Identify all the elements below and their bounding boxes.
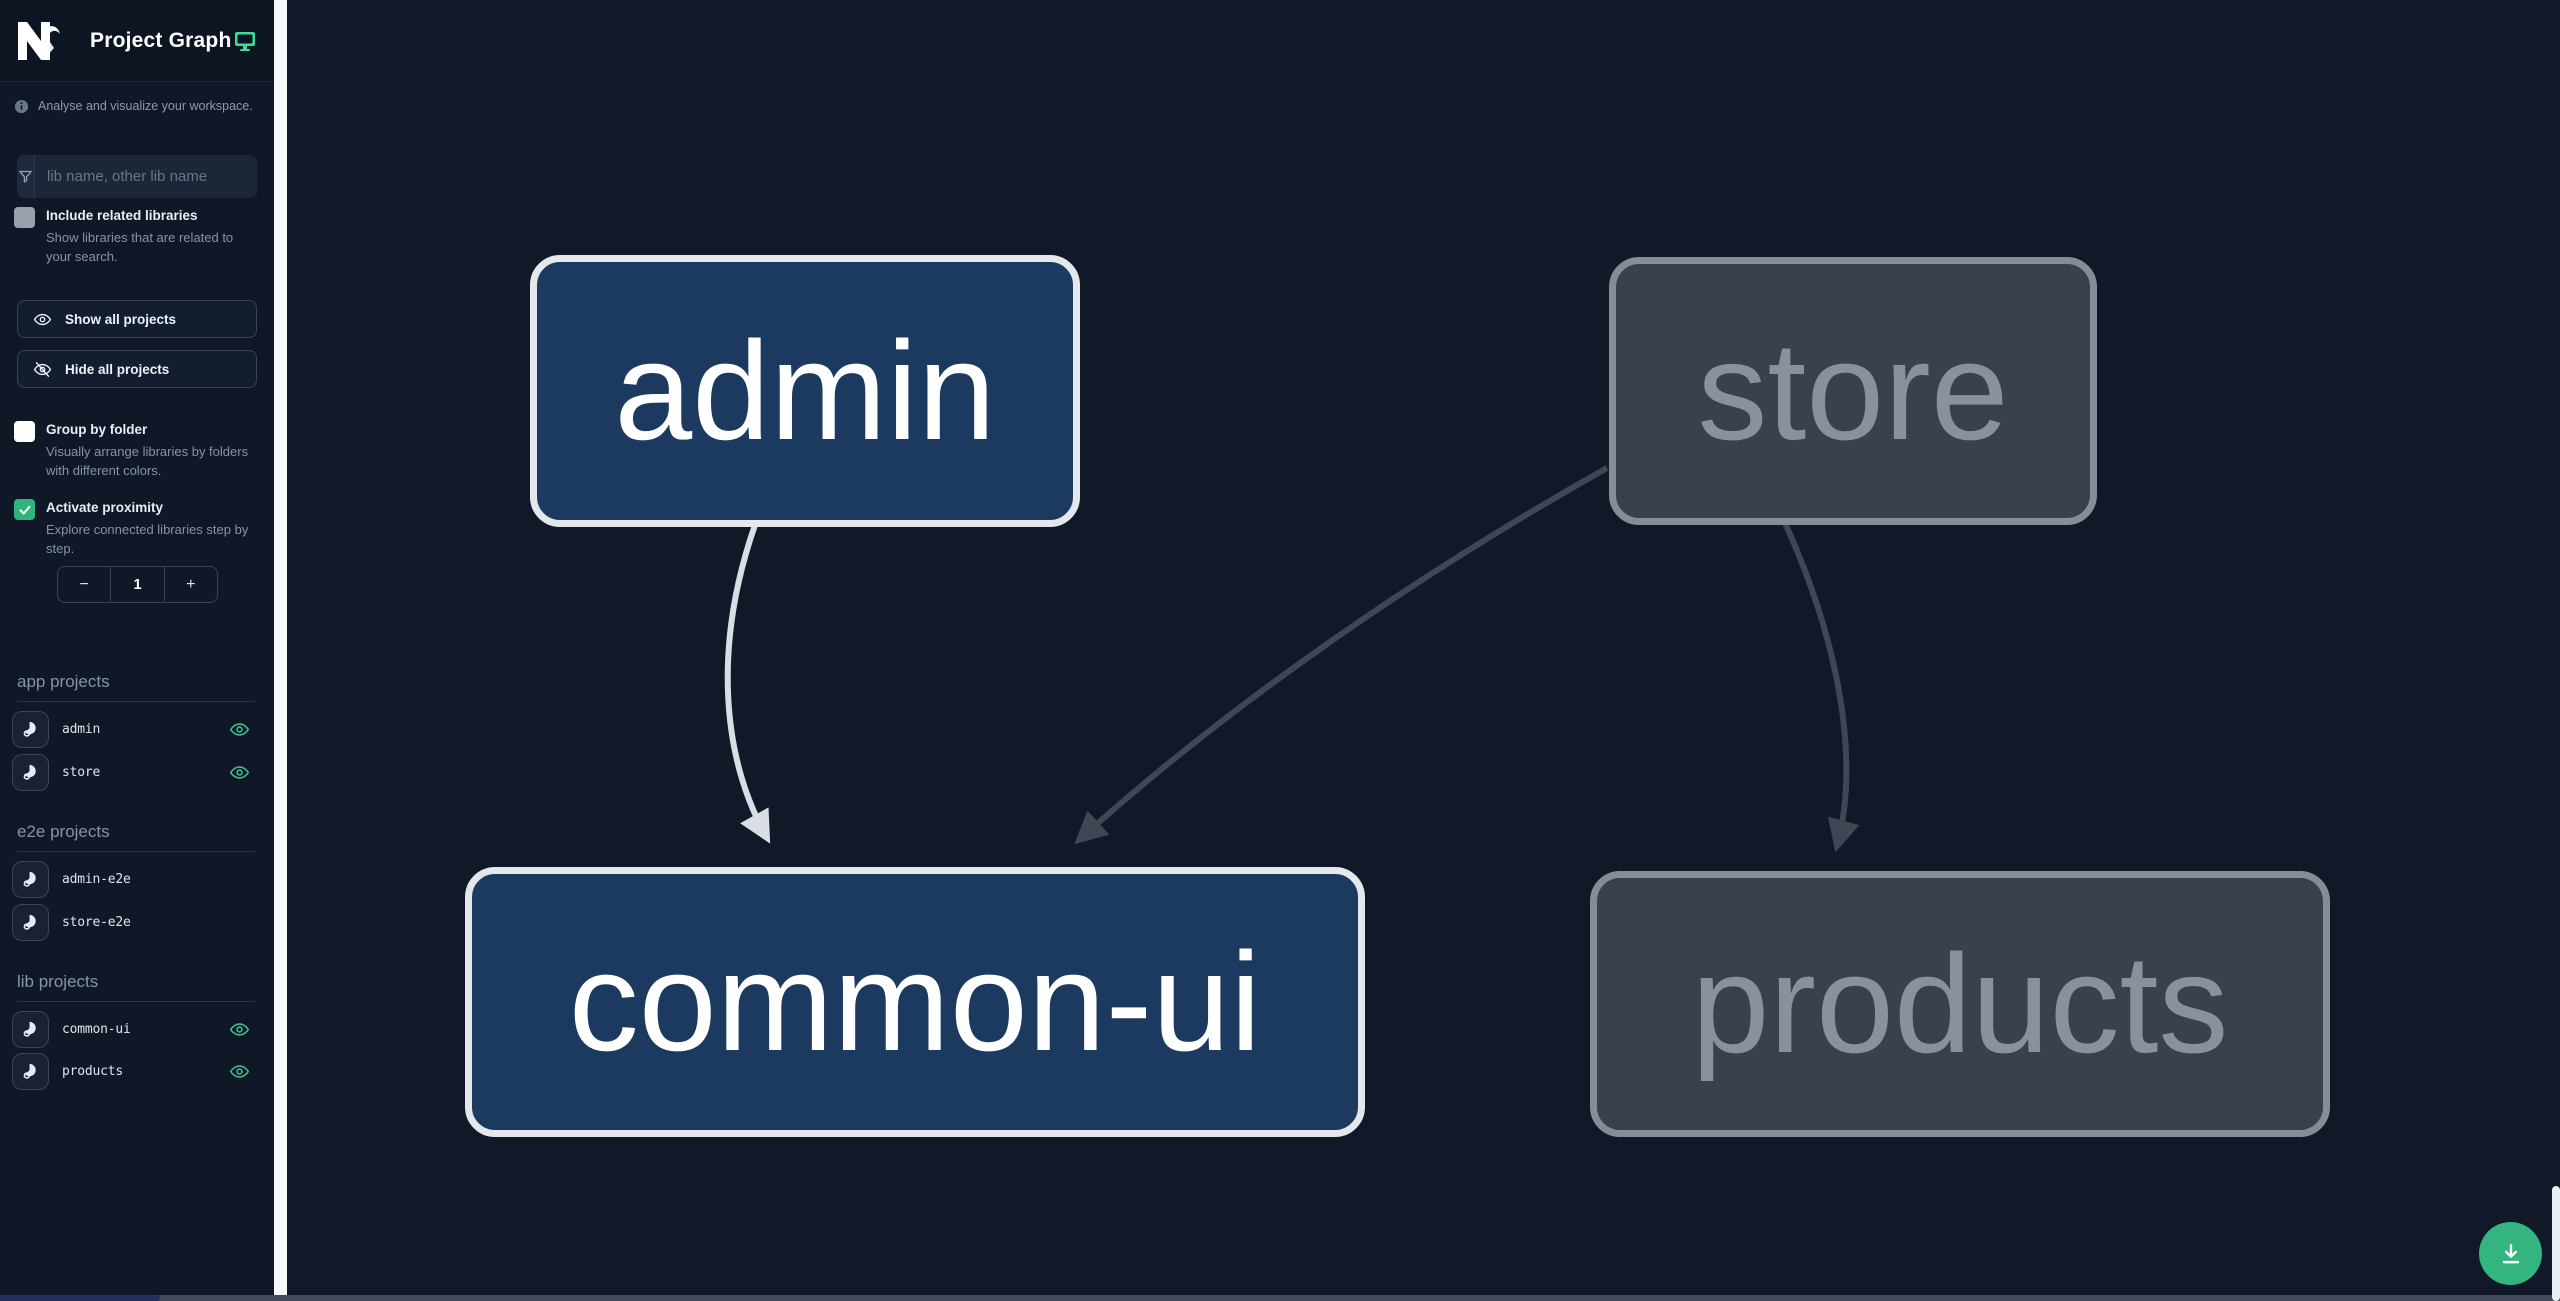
project-row-store-e2e: store-e2e — [12, 903, 262, 941]
include-related-block: Include related libraries Show libraries… — [14, 206, 262, 266]
toggle-visibility-eye-icon[interactable] — [229, 1019, 250, 1040]
activate-proximity-label[interactable]: Activate proximity — [46, 500, 164, 515]
focus-project-button[interactable] — [12, 710, 49, 748]
project-name: admin — [62, 721, 101, 737]
download-icon — [2502, 1243, 2519, 1263]
project-name: store-e2e — [62, 914, 131, 930]
project-name: store — [62, 764, 101, 780]
monitor-icon[interactable] — [232, 29, 258, 53]
sidebar: Project Graph Analyse and visualize your… — [0, 0, 274, 1301]
group-by-folder-checkbox[interactable] — [14, 421, 35, 442]
filter-input[interactable] — [35, 155, 257, 198]
focus-icon — [23, 871, 36, 887]
eye-off-icon — [33, 361, 52, 377]
project-name: admin-e2e — [62, 871, 131, 887]
proximity-depth-value: 1 — [110, 567, 163, 602]
horizontal-scrollbar-track[interactable] — [0, 1295, 2560, 1301]
toggle-visibility-eye-icon[interactable] — [229, 1061, 250, 1082]
hide-all-projects-label: Hide all projects — [65, 361, 170, 377]
focus-project-button[interactable] — [12, 753, 49, 791]
node-label: common-ui — [568, 923, 1262, 1080]
activate-proximity-description: Explore connected libraries step by step… — [46, 522, 249, 556]
group-by-folder-description: Visually arrange libraries by folders wi… — [46, 444, 249, 478]
page-title: Project Graph — [90, 28, 232, 52]
tagline-text: Analyse and visualize your workspace. — [38, 99, 253, 113]
show-all-projects-label: Show all projects — [65, 311, 177, 327]
toggle-visibility-eye-icon[interactable] — [229, 719, 250, 740]
graph-node-store[interactable]: store — [1609, 257, 2097, 525]
download-graph-button[interactable] — [2479, 1222, 2542, 1285]
node-label: admin — [614, 312, 996, 469]
group-by-folder-block: Group by folder Visually arrange librari… — [14, 420, 262, 480]
focus-project-button[interactable] — [12, 860, 49, 898]
edge-store-to-products[interactable] — [1782, 521, 1860, 853]
proximity-depth-stepper: − 1 + — [57, 566, 218, 603]
node-label: store — [1697, 312, 2009, 469]
project-row-store: store — [12, 753, 262, 791]
filter-box — [17, 155, 257, 198]
graph-node-products[interactable]: products — [1590, 871, 2330, 1137]
focus-icon — [23, 764, 36, 780]
graph-edges — [724, 465, 1860, 853]
graph-canvas[interactable]: admin store common-ui products — [287, 0, 2560, 1301]
project-name: common-ui — [62, 1021, 131, 1037]
focus-project-button[interactable] — [12, 903, 49, 941]
focus-icon — [23, 1063, 36, 1079]
edge-store-to-common-ui[interactable] — [1074, 465, 1609, 845]
horizontal-scrollbar-thumb[interactable] — [0, 1295, 160, 1301]
info-icon — [14, 99, 29, 114]
project-row-products: products — [12, 1052, 262, 1090]
workspace-info: Analyse and visualize your workspace. — [14, 98, 264, 114]
edge-admin-to-common-ui[interactable] — [724, 524, 771, 844]
project-name: products — [62, 1063, 124, 1079]
vertical-scrollbar-thumb[interactable] — [2552, 1186, 2560, 1301]
show-all-projects-button[interactable]: Show all projects — [17, 300, 257, 338]
node-label: products — [1691, 925, 2229, 1082]
funnel-icon — [17, 155, 35, 198]
eye-icon — [33, 313, 52, 325]
section-title-e2e-projects: e2e projects — [17, 822, 255, 852]
graph-node-common-ui[interactable]: common-ui — [465, 867, 1365, 1137]
focus-project-button[interactable] — [12, 1010, 49, 1048]
graph-node-admin[interactable]: admin — [530, 255, 1080, 527]
focus-project-button[interactable] — [12, 1052, 49, 1090]
toggle-visibility-eye-icon[interactable] — [229, 762, 250, 783]
section-title-lib-projects: lib projects — [17, 972, 255, 1002]
project-row-common-ui: common-ui — [12, 1010, 262, 1048]
proximity-increment-button[interactable]: + — [163, 567, 217, 602]
nx-logo — [18, 21, 60, 60]
sidebar-header: Project Graph — [0, 0, 274, 82]
activate-proximity-block: Activate proximity Explore connected lib… — [14, 498, 262, 558]
activate-proximity-checkbox[interactable] — [14, 499, 35, 520]
proximity-decrement-button[interactable]: − — [79, 575, 89, 593]
project-row-admin-e2e: admin-e2e — [12, 860, 262, 898]
include-related-label[interactable]: Include related libraries — [46, 208, 198, 223]
sidebar-canvas-divider — [274, 0, 287, 1301]
section-title-app-projects: app projects — [17, 672, 255, 702]
focus-icon — [23, 721, 36, 737]
include-related-checkbox[interactable] — [14, 207, 35, 228]
check-icon — [19, 505, 30, 515]
focus-icon — [23, 1021, 36, 1037]
focus-icon — [23, 914, 36, 930]
group-by-folder-label[interactable]: Group by folder — [46, 422, 148, 437]
hide-all-projects-button[interactable]: Hide all projects — [17, 350, 257, 388]
project-row-admin: admin — [12, 710, 262, 748]
include-related-description: Show libraries that are related to your … — [46, 230, 234, 264]
